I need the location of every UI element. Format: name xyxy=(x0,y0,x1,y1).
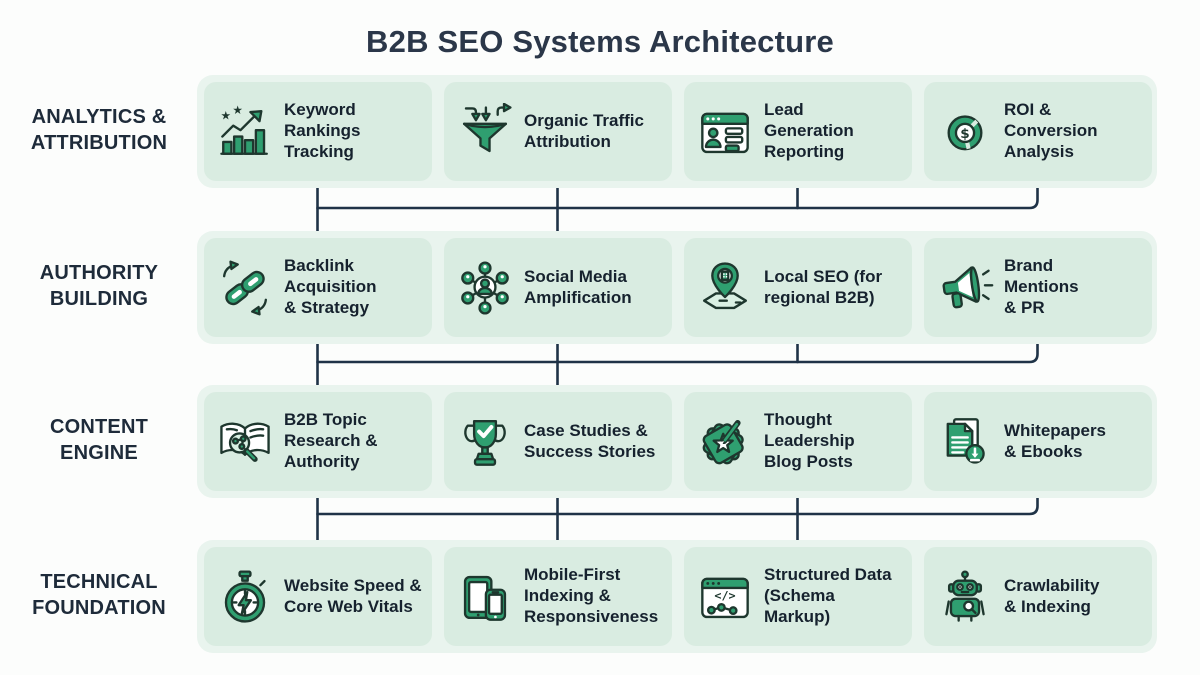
card-roi-conversion-analysis: $ ROI & Conversion Analysis xyxy=(924,82,1152,181)
report-window-icon xyxy=(701,112,749,153)
donut-dollar-icon: $ xyxy=(947,114,983,150)
devices-icon xyxy=(463,575,507,621)
card-label: Thought Leadership Blog Posts xyxy=(764,410,855,471)
row-band-authority-building: Backlink Acquisition & Strategy Social M… xyxy=(197,231,1157,344)
row-label-authority-building: AUTHORITY BUILDING xyxy=(39,262,159,311)
page-title: B2B SEO Systems Architecture xyxy=(366,24,834,59)
row-band-analytics-attribution: ★ ★ Keyword Rankings Tracking Organic Tr… xyxy=(197,75,1157,188)
card-structured-data-schema: </> Structured Data (Schema Markup) xyxy=(684,547,912,646)
trophy-check-icon xyxy=(464,419,506,466)
card-lead-generation-reporting: Lead Generation Reporting xyxy=(684,82,912,181)
card-backlink-acquisition-strategy: Backlink Acquisition & Strategy xyxy=(204,238,432,337)
card-organic-traffic-attribution: Organic Traffic Attribution xyxy=(444,82,672,181)
chain-link-icon xyxy=(222,260,268,315)
card-website-speed-core-web-vitals: Website Speed & Core Web Vitals xyxy=(204,547,432,646)
row-label-analytics-attribution: ANALYTICS & ATTRIBUTION xyxy=(30,106,168,155)
code-window-icon: </> xyxy=(701,577,749,618)
card-local-seo-regional: Local SEO (for regional B2B) xyxy=(684,238,912,337)
bar-chart-growth-icon: ★ ★ xyxy=(220,103,268,155)
card-label: Case Studies & Success Stories xyxy=(524,420,656,461)
card-label: Keyword Rankings Tracking xyxy=(284,100,361,161)
card-label: Social Media Amplification xyxy=(524,266,632,307)
card-mobile-first-indexing: Mobile-First Indexing & Responsiveness xyxy=(444,547,672,646)
documents-download-icon xyxy=(946,417,985,464)
card-label: Organic Traffic Attribution xyxy=(524,110,644,151)
social-network-icon xyxy=(461,260,509,315)
robot-crawler-icon xyxy=(945,569,985,622)
card-label: Structured Data (Schema Markup) xyxy=(764,565,892,626)
megaphone-icon xyxy=(942,265,994,308)
row-label-technical-foundation: TECHNICAL FOUNDATION xyxy=(32,571,166,620)
card-b2b-topic-research-authority: B2B Topic Research & Authority xyxy=(204,392,432,491)
svg-text:$: $ xyxy=(960,125,969,141)
stopwatch-bolt-icon xyxy=(224,569,266,623)
map-pin-icon xyxy=(702,261,748,309)
card-whitepapers-ebooks: Whitepapers & Ebooks xyxy=(924,392,1152,491)
row-label-content-engine: CONTENT ENGINE xyxy=(49,416,149,465)
card-label: Website Speed & Core Web Vitals xyxy=(284,575,422,616)
card-label: Crawlability & Indexing xyxy=(1004,575,1100,616)
card-label: Backlink Acquisition & Strategy xyxy=(284,256,377,317)
svg-text:★: ★ xyxy=(221,108,232,122)
card-label: B2B Topic Research & Authority xyxy=(284,410,378,471)
card-crawlability-indexing: Crawlability & Indexing xyxy=(924,547,1152,646)
card-label: Whitepapers & Ebooks xyxy=(1004,420,1107,461)
svg-text:★: ★ xyxy=(232,103,243,117)
card-social-media-amplification: Social Media Amplification xyxy=(444,238,672,337)
badge-pen-icon xyxy=(702,419,744,464)
card-label: Mobile-First Indexing & Responsiveness xyxy=(524,565,659,626)
card-label: Brand Mentions & PR xyxy=(1004,256,1079,317)
card-thought-leadership-blog-posts: Thought Leadership Blog Posts xyxy=(684,392,912,491)
row-band-technical-foundation: Website Speed & Core Web Vitals Mobile-F… xyxy=(197,540,1157,653)
card-label: ROI & Conversion Analysis xyxy=(1004,100,1098,161)
card-label: Lead Generation Reporting xyxy=(764,100,854,161)
card-label: Local SEO (for regional B2B) xyxy=(764,266,883,307)
card-case-studies-success-stories: Case Studies & Success Stories xyxy=(444,392,672,491)
funnel-icon xyxy=(462,102,512,152)
row-band-content-engine: B2B Topic Research & Authority Case Stud… xyxy=(197,385,1157,498)
book-search-icon xyxy=(220,422,270,462)
svg-text:</>: </> xyxy=(714,588,735,602)
card-keyword-rankings-tracking: ★ ★ Keyword Rankings Tracking xyxy=(204,82,432,181)
card-brand-mentions-pr: Brand Mentions & PR xyxy=(924,238,1152,337)
